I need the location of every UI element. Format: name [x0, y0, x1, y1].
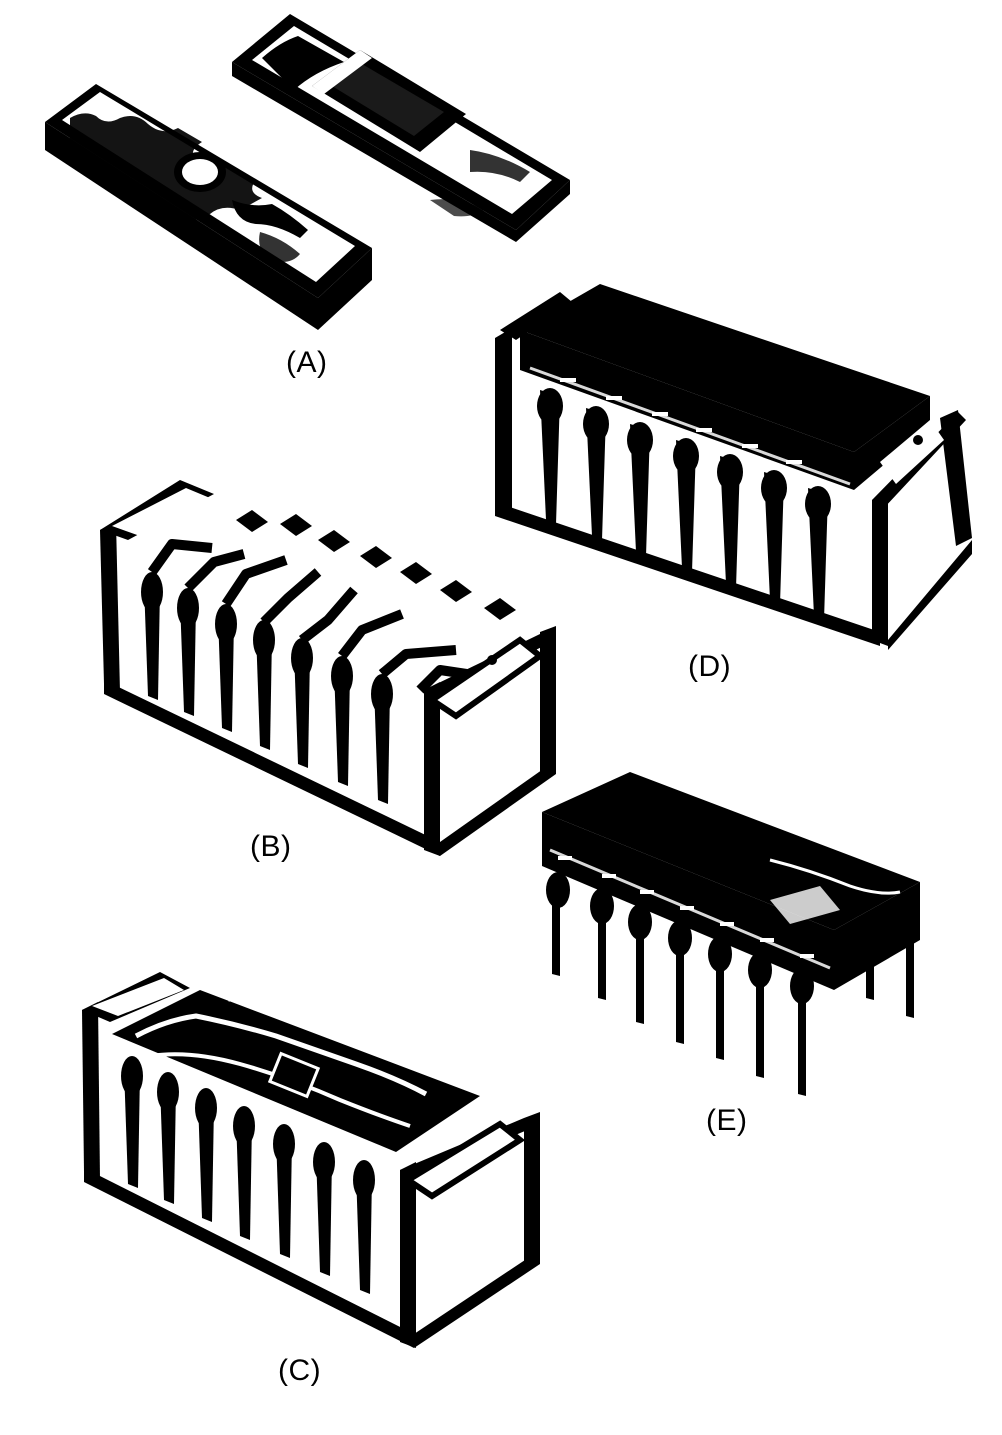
figure-d-encapsulated-frame — [495, 284, 972, 650]
figure-a-package-halves — [45, 14, 570, 330]
figure-b-inner-fingers — [147, 539, 481, 694]
figure-label-a: (A) — [286, 346, 328, 379]
figure-d-package-body — [520, 284, 944, 490]
figure-a-left-half — [45, 84, 372, 330]
figure-d-leads — [537, 388, 831, 620]
figure-b-leads — [141, 572, 393, 804]
figure-label-d: (D) — [688, 650, 732, 683]
figure-b-lead-frame — [100, 480, 556, 856]
figure-e-dip-package — [542, 772, 920, 1096]
figure-c-leads — [121, 1056, 375, 1294]
figure-e-body — [542, 772, 920, 990]
figure-c-die — [267, 1051, 321, 1099]
figure-label-c: (C) — [278, 1354, 322, 1387]
figure-c-die-frame — [82, 972, 540, 1348]
figure-c-carrier — [112, 989, 480, 1152]
figure-label-b: (B) — [250, 830, 292, 863]
figure-b-bond-pads — [236, 510, 516, 620]
figure-a-right-half — [232, 14, 570, 242]
figure-label-e: (E) — [706, 1104, 748, 1137]
